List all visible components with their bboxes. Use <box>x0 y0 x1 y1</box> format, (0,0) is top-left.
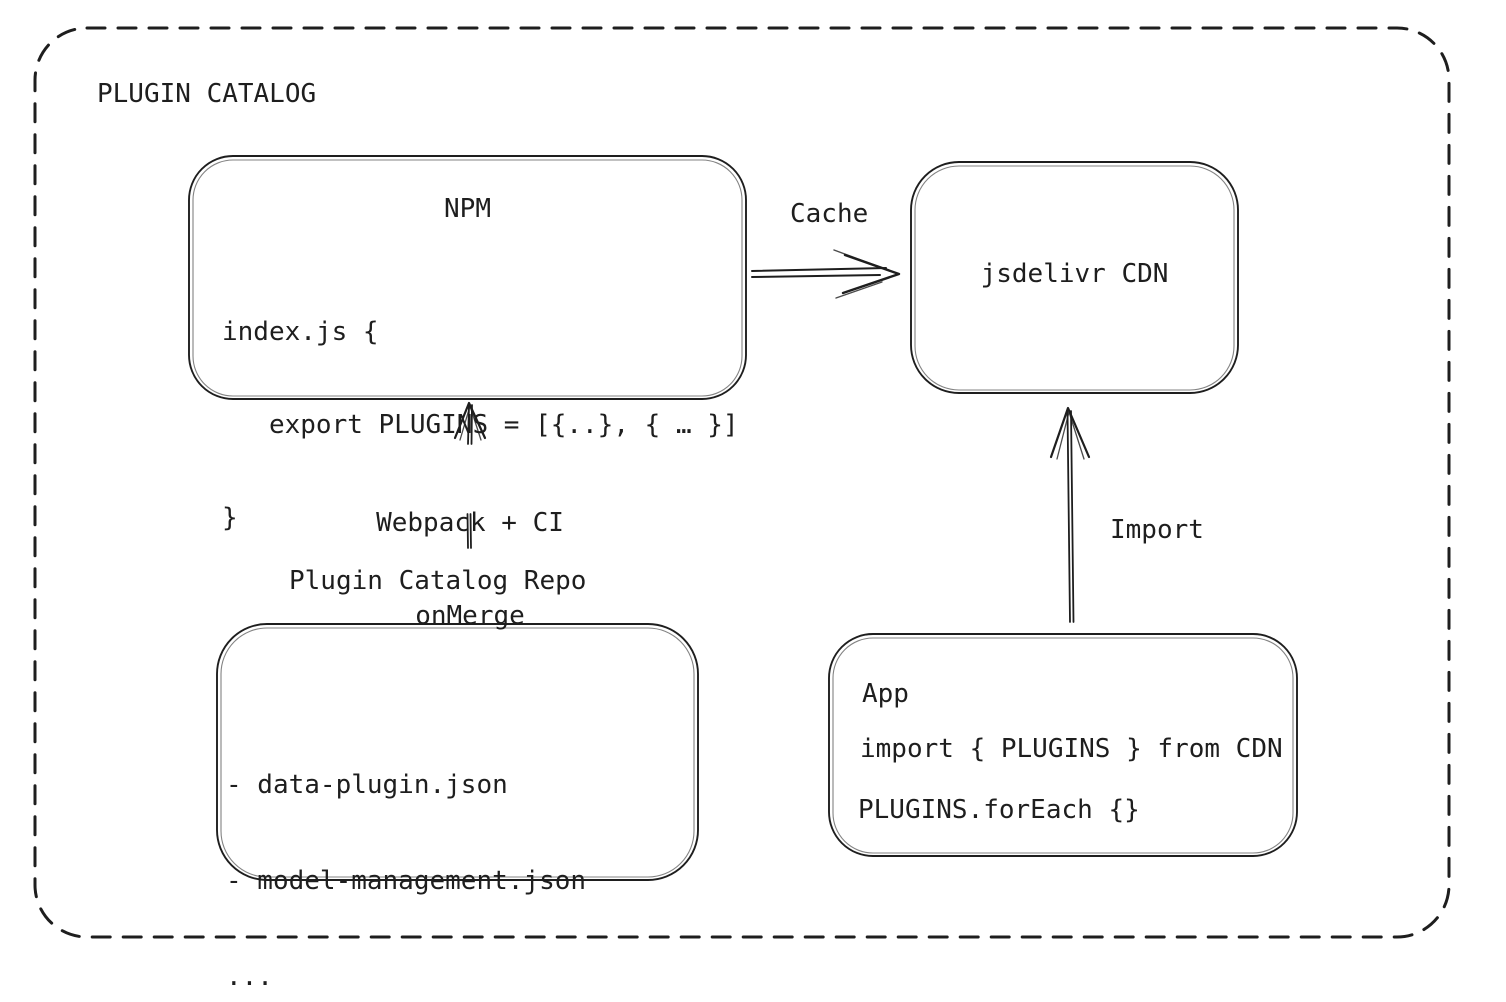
catalog-frame-border <box>33 26 1451 939</box>
app-code-line: import { PLUGINS } from CDN <box>860 734 1283 764</box>
build-arrow-label: Webpack + CI onMerge <box>320 446 620 694</box>
repo-box <box>216 623 699 881</box>
build-arrow-label-line: Webpack + CI <box>376 508 564 538</box>
npm-code-line: } <box>222 503 238 533</box>
npm-box <box>188 155 747 400</box>
repo-box-heading: Plugin Catalog Repo <box>289 566 587 596</box>
import-arrow <box>1049 406 1091 623</box>
frame-title: PLUGIN CATALOG <box>97 79 317 109</box>
app-box-title: App <box>862 679 909 709</box>
cache-arrow <box>751 249 901 299</box>
app-code-line: PLUGINS.forEach {} <box>858 795 1140 825</box>
npm-code-line: export PLUGINS = [{..}, { … }] <box>222 410 739 440</box>
app-box <box>828 633 1298 857</box>
import-arrow-label: Import <box>1110 515 1204 545</box>
repo-file-list: - data-plugin.json - model-management.js… <box>226 705 586 1002</box>
build-arrow-tail-segment <box>466 513 472 549</box>
build-arrow <box>453 401 487 445</box>
npm-code-block: index.js { export PLUGINS = [{..}, { … }… <box>222 255 739 596</box>
repo-file-item: - data-plugin.json <box>226 770 508 800</box>
npm-box-title: NPM <box>444 194 491 224</box>
build-arrow-label-line: onMerge <box>415 601 525 631</box>
cdn-box-label: jsdelivr CDN <box>980 259 1169 289</box>
repo-file-item: ... <box>226 962 273 992</box>
npm-code-line: index.js { <box>222 317 379 347</box>
cdn-box <box>910 161 1239 394</box>
cache-arrow-label: Cache <box>790 199 869 229</box>
repo-file-item: - model-management.json <box>226 866 587 896</box>
